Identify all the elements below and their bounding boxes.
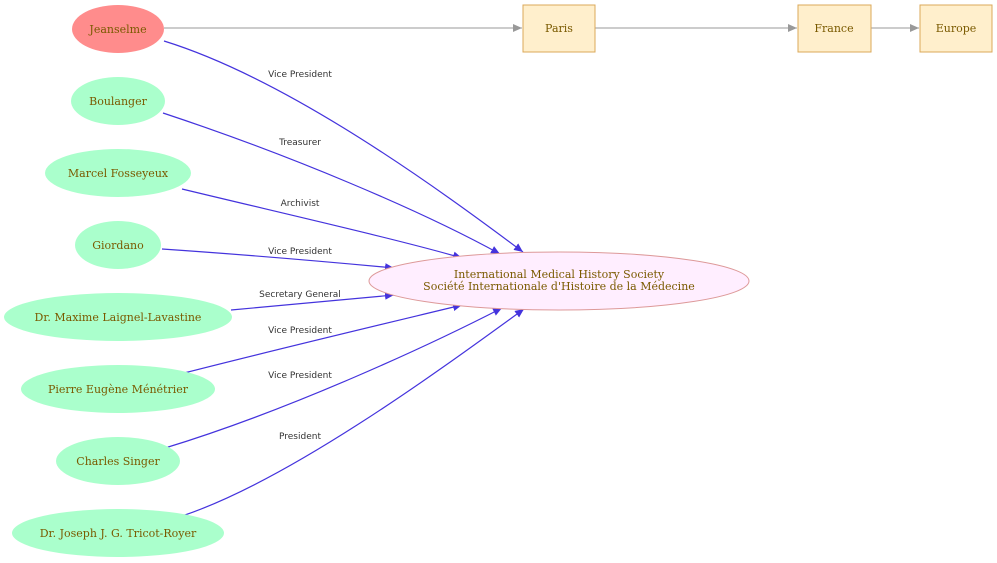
person-label: Charles Singer — [76, 455, 160, 468]
role-label-fosseyeux: Archivist — [281, 199, 320, 209]
person-node-laignel[interactable]: Dr. Maxime Laignel-Lavastine — [4, 293, 232, 341]
person-label: Giordano — [92, 239, 144, 252]
person-node-shape — [71, 77, 165, 125]
person-label: Marcel Fosseyeux — [68, 167, 169, 180]
place-node-europe[interactable]: Europe — [919, 4, 993, 53]
person-node-menetrier[interactable]: Pierre Eugène Ménétrier — [21, 365, 215, 413]
edge-giordano-society — [161, 248, 395, 272]
edge-tricot-society — [181, 308, 525, 517]
role-label-singer: Vice President — [268, 371, 332, 381]
person-node-shape — [72, 5, 164, 53]
place-node-shape — [522, 4, 596, 53]
person-node-shape — [4, 293, 232, 341]
person-node-shape — [56, 437, 180, 485]
role-labels: Vice President Treasurer Archivist Vice … — [259, 70, 341, 442]
edge-singer-society — [164, 307, 503, 449]
organization-node-shape — [368, 251, 750, 311]
role-label-menetrier: Vice President — [268, 326, 332, 336]
role-label-jeanselme: Vice President — [268, 70, 332, 80]
place-label: France — [814, 22, 853, 35]
person-nodes: Jeanselme Boulanger Marcel Fosseyeux Gio… — [4, 5, 232, 557]
role-edges — [161, 40, 525, 517]
person-label: Dr. Joseph J. G. Tricot-Royer — [40, 527, 197, 540]
person-node-shape — [45, 149, 191, 197]
person-label: Boulanger — [89, 95, 148, 108]
edge-laignel-society — [230, 291, 395, 311]
edge-jeanselme-society — [163, 40, 524, 253]
organization-name-english: International Medical History Society — [454, 268, 665, 281]
place-label: Europe — [936, 22, 977, 35]
person-label: Dr. Maxime Laignel-Lavastine — [35, 311, 202, 324]
role-label-tricot: President — [279, 432, 321, 442]
place-node-shape — [919, 4, 993, 53]
role-label-giordano: Vice President — [268, 247, 332, 257]
role-label-boulanger: Treasurer — [278, 138, 321, 148]
place-node-shape — [797, 4, 872, 53]
place-label: Paris — [545, 22, 573, 35]
person-node-boulanger[interactable]: Boulanger — [71, 77, 165, 125]
person-node-giordano[interactable]: Giordano — [75, 221, 161, 269]
role-label-laignel: Secretary General — [259, 290, 341, 300]
person-node-jeanselme[interactable]: Jeanselme — [72, 5, 164, 53]
place-nodes: Paris France Europe — [522, 4, 993, 53]
edge-menetrier-society — [183, 303, 463, 374]
edge-fosseyeux-society — [181, 188, 463, 260]
edge-boulanger-society — [162, 112, 501, 255]
person-node-fosseyeux[interactable]: Marcel Fosseyeux — [45, 149, 191, 197]
person-node-shape — [21, 365, 215, 413]
place-node-paris[interactable]: Paris — [522, 4, 596, 53]
place-node-france[interactable]: France — [797, 4, 872, 53]
organization-node[interactable]: International Medical History Society So… — [368, 251, 750, 311]
person-node-singer[interactable]: Charles Singer — [56, 437, 180, 485]
person-node-shape — [75, 221, 161, 269]
person-node-shape — [12, 509, 224, 557]
person-label: Jeanselme — [88, 23, 146, 36]
organization-name-french: Société Internationale d'Histoire de la … — [423, 280, 695, 293]
person-node-tricot[interactable]: Dr. Joseph J. G. Tricot-Royer — [12, 509, 224, 557]
person-label: Pierre Eugène Ménétrier — [48, 383, 189, 396]
